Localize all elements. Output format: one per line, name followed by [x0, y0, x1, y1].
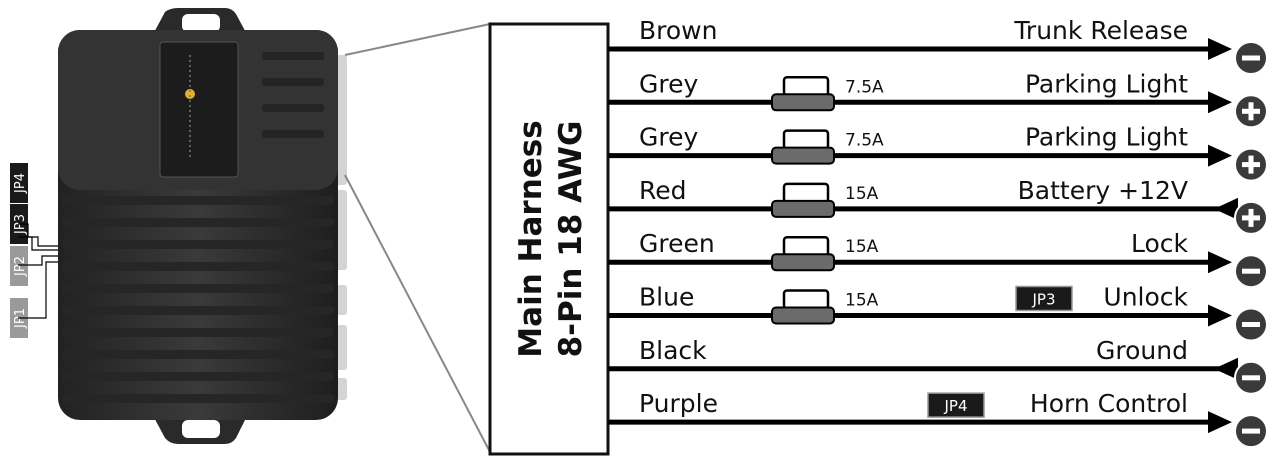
fuse-icon [771, 235, 835, 272]
fuse-icon [771, 129, 835, 165]
wire-function-label: Horn Control [1030, 389, 1188, 418]
wire-color-label: Red [639, 176, 687, 205]
fuse-rating: 15A [845, 237, 879, 257]
wire-function-label: Lock [1131, 229, 1189, 258]
wire-function-label: Parking Light [1025, 69, 1188, 98]
arrow-out-icon [1208, 411, 1232, 434]
arrow-out-icon [1208, 304, 1232, 327]
wire-function-label: Trunk Release [1013, 16, 1188, 45]
remote-start-module [58, 8, 347, 444]
arrow-out-icon [1208, 251, 1232, 274]
arrow-in-icon [1214, 197, 1238, 220]
wire-color-label: Grey [639, 69, 698, 98]
wire-row: Grey Parking Light 7.5A [608, 69, 1268, 129]
arrow-out-icon [1208, 38, 1232, 60]
wire-row: Brown Trunk Release [608, 16, 1268, 75]
jumper-label-text: JP4 [13, 173, 28, 194]
fuse-icon [771, 76, 835, 112]
wire-color-label: Green [639, 229, 715, 258]
fuse-icon [771, 182, 835, 218]
jumper-leaders [18, 223, 58, 319]
jumper-label-jp4: JP4 [10, 163, 28, 203]
wire-row: Grey Parking Light 7.5A [608, 123, 1268, 182]
wire-row: Blue Unlock 15A JP3 [608, 283, 1268, 342]
fuse-rating: 7.5A [845, 131, 884, 151]
wire-color-label: Purple [639, 389, 718, 418]
wire-color-label: Brown [639, 16, 717, 45]
wire-row: Purple Horn Control JP4 [608, 389, 1268, 449]
jumper-label-jp2: JP2 [10, 246, 28, 286]
fuse-icon [771, 289, 835, 325]
jumper-badge-text: JP3 [1031, 291, 1055, 309]
wire-color-label: Grey [639, 123, 698, 152]
callout-line-top [344, 23, 491, 56]
wire-function-label: Parking Light [1025, 123, 1188, 152]
wire-function-label: Unlock [1103, 283, 1188, 312]
wire-color-label: Black [639, 336, 707, 365]
jumper-badge-text: JP4 [943, 397, 967, 415]
wire-function-label: Ground [1096, 336, 1188, 365]
arrow-in-icon [1214, 357, 1238, 380]
fuse-rating: 15A [845, 291, 879, 311]
wire-color-label: Blue [639, 283, 694, 312]
callout-line-bottom [344, 174, 491, 453]
jumper-badge-jp4: JP4 [927, 392, 985, 418]
arrow-out-icon [1208, 144, 1232, 167]
wire-function-label: Battery +12V [1018, 176, 1188, 205]
wire-row: Black Ground [608, 336, 1268, 395]
fuse-rating: 7.5A [845, 77, 884, 97]
harness-title-line1: Main Harness [513, 120, 549, 357]
jumper-label-text: JP2 [13, 256, 28, 277]
harness-title-line2: 8-Pin 18 AWG [553, 121, 589, 358]
wire-row: Red Battery +12V 15A [608, 176, 1268, 235]
main-harness-box [488, 22, 610, 456]
wire-row: Green Lock 15A [608, 229, 1268, 289]
jumper-badge-jp3: JP3 [1015, 285, 1073, 312]
module-ribs [62, 196, 334, 403]
arrow-out-icon [1208, 91, 1232, 114]
fuse-rating: 15A [845, 184, 879, 204]
